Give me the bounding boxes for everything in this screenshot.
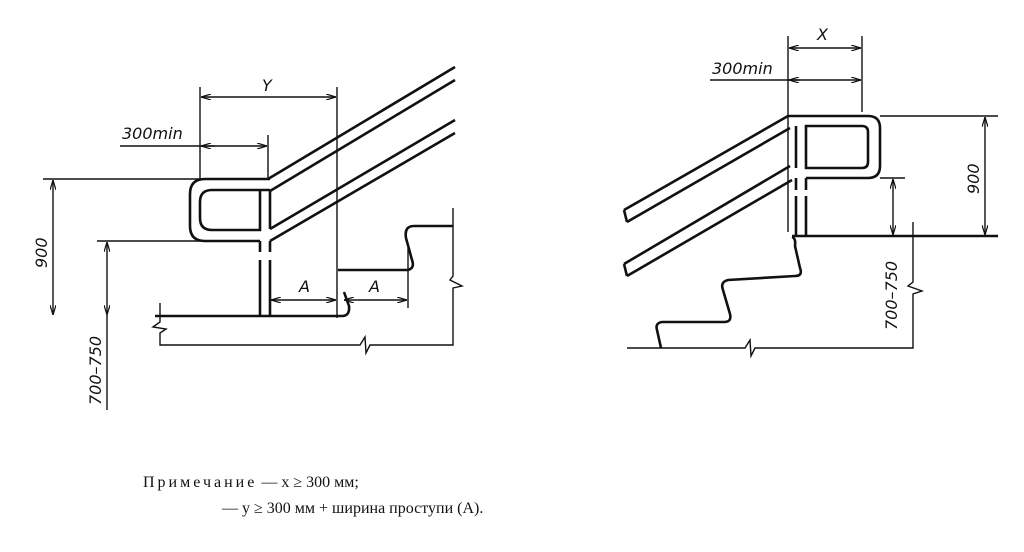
right-dim-700-label: 700–750 [882, 261, 901, 330]
left-step [338, 224, 453, 272]
left-dim-y-label: Y [262, 76, 273, 95]
left-dim-300-label: 300min [122, 124, 183, 143]
left-dim-a1-label: A [298, 277, 310, 296]
left-handrail-loop [188, 177, 270, 243]
note-x-condition: — x ≥ 300 мм; [261, 474, 359, 491]
right-dim-900-label: 900 [964, 163, 983, 194]
right-stairs [655, 235, 803, 349]
left-figure: Y 300min 900 700–750 A A [32, 65, 465, 410]
left-dim-900-label: 900 [32, 237, 51, 268]
note-line-2: — y ≥ 300 мм + ширина проступи (A). [222, 500, 483, 518]
right-break-lines [627, 222, 925, 359]
note-y-condition: — y ≥ 300 мм + ширина проступи (A). [222, 500, 484, 517]
left-extension-lines [43, 87, 409, 318]
left-post [258, 241, 272, 316]
right-dim-x-label: X [816, 25, 829, 44]
note-heading: Примечание [143, 474, 258, 491]
left-floor [155, 291, 351, 318]
right-figure: X 300min 900 700–750 [622, 25, 998, 359]
right-dim-300-label: 300min [712, 59, 773, 78]
right-post [794, 178, 808, 236]
left-break-lines [151, 208, 465, 356]
note-line-1: Примечание — x ≥ 300 мм; [143, 474, 359, 492]
left-dim-a2-label: A [368, 277, 380, 296]
left-handrails [267, 65, 456, 243]
left-dim-700-label: 700–750 [86, 336, 105, 405]
right-handrails [622, 114, 798, 278]
right-handrail-loop [788, 114, 882, 180]
